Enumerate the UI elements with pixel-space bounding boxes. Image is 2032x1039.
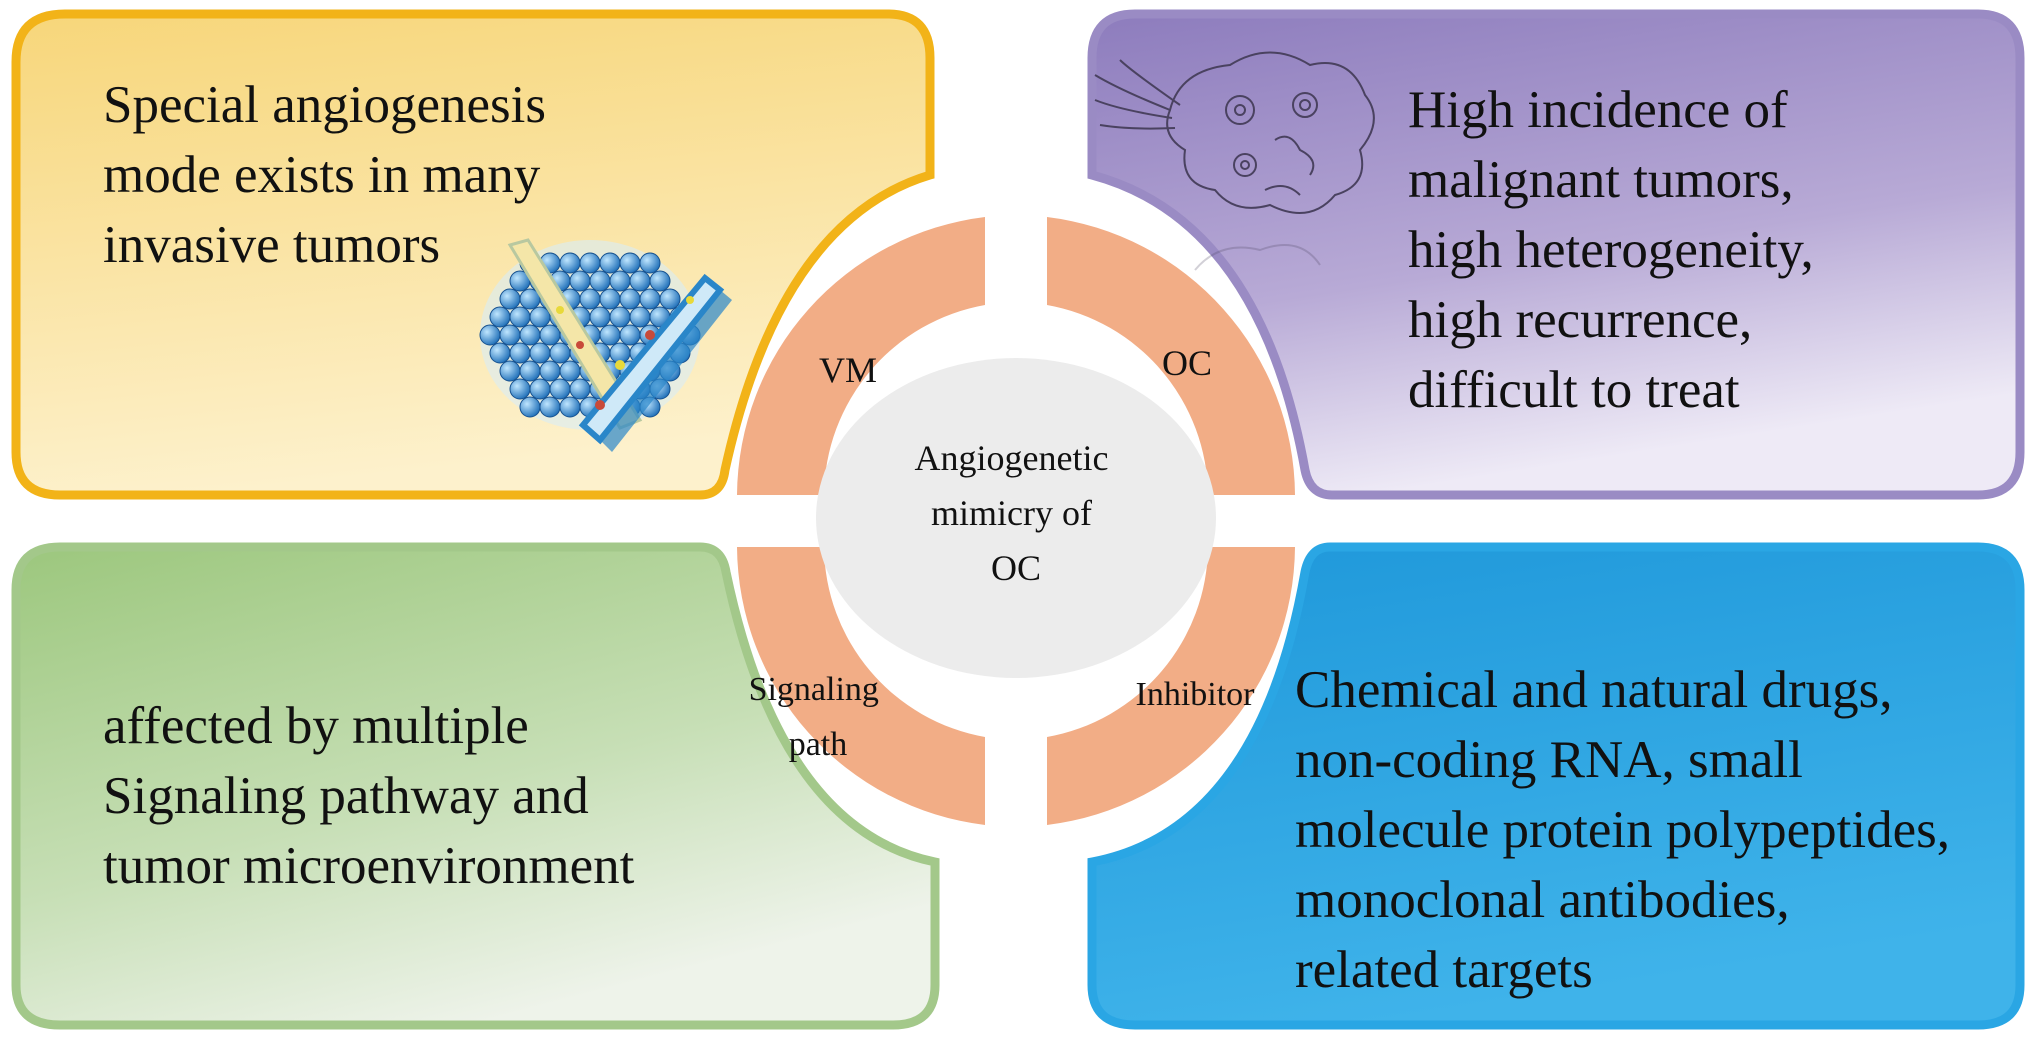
bottom-left-text: affected by multiple Signaling pathway a… [103,697,635,895]
ring-segment-vm [737,217,985,495]
bottom-right-panel [1087,542,2025,1030]
ring-segment-signaling [737,547,985,825]
ring-label-oc: OC [1162,343,1212,383]
center-circle [816,358,1216,678]
ring-segment-oc [1047,217,1295,495]
top-left-text: Special angiogenesis mode exists in many… [103,76,559,274]
ring-label-vm: VM [819,350,877,390]
bottom-left-panel [11,542,940,1030]
bottom-right-text: Chemical and natural drugs, non-coding R… [1295,661,1963,999]
tumor-cells-sketch-icon [1094,51,1375,271]
top-left-panel [11,9,935,500]
ring-segment-inhibitor [1047,547,1295,825]
ring [737,217,1295,825]
ring-label-inhibitor: Inhibitor [1136,676,1256,713]
top-right-panel [1087,9,2025,500]
ring-label-signaling: Signaling path [749,671,888,763]
top-right-text: High incidence of malignant tumors, high… [1408,81,1827,419]
tumor-vessel-icon [479,238,732,452]
center-title: Angiogenetic mimicry of OC [915,438,1118,588]
